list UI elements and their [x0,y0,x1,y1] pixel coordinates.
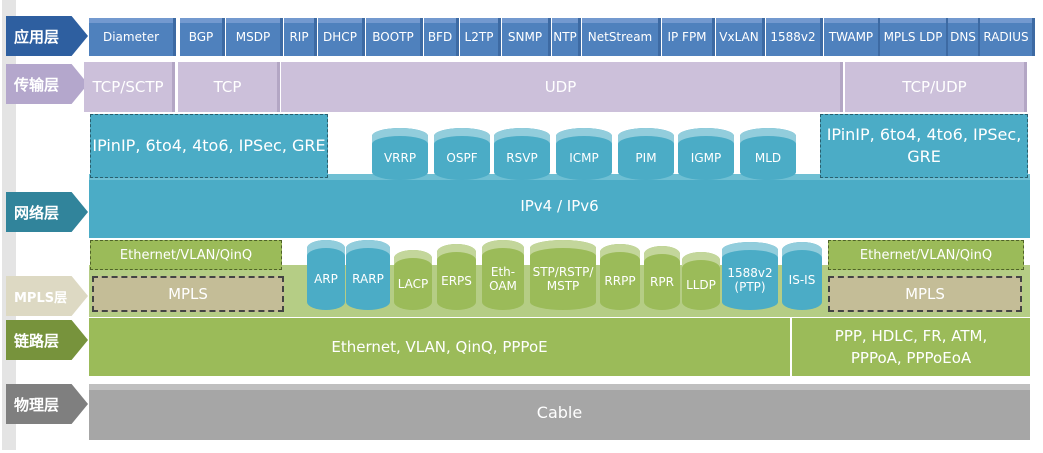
app-protocol-box: IP FPM [662,18,712,56]
link-protocol-cylinder: ARP [307,240,345,310]
network-protocol-cylinder: PIM [618,128,674,180]
app-protocol-box: DNS [948,18,978,56]
app-protocol-box: L2TP [460,18,498,56]
link-protocol-cylinder: LLDP [682,252,720,310]
network-protocol-cylinder: OSPF [434,128,490,180]
link-protocol-cylinder: Eth-OAM [482,240,524,310]
tunnel-box-left: IPinIP, 6to4, 4to6, IPSec, GRE [90,114,328,178]
app-protocol-box: NetStream [582,18,658,56]
app-protocol-box: BGP [180,18,222,56]
app-protocol-box: NTP [552,18,578,56]
network-protocol-cylinder: ICMP [556,128,612,180]
network-protocol-cylinder: MLD [740,128,796,180]
link-protocol-cylinder: LACP [394,250,432,310]
label-app-layer: 应用层 [6,16,88,56]
label-transport-layer: 传输层 [6,64,88,104]
app-protocol-box: VxLAN [716,18,762,56]
network-bar-ipv4-ipv6: IPv4 / IPv6 [89,174,1030,238]
network-protocol-cylinder: VRRP [372,128,428,180]
transport-udp: UDP [281,62,840,112]
app-protocol-box: SNMP [502,18,548,56]
link-protocol-cylinder: RARP [346,240,390,310]
app-protocol-box: RIP [284,18,314,56]
ethernet-vlan-qinq-right: Ethernet/VLAN/QinQ [828,240,1024,270]
link-protocol-cylinder: RRPP [600,244,640,310]
label-physical-layer: 物理层 [6,384,88,424]
link-protocol-cylinder: 1588v2 (PTP) [722,242,778,310]
network-protocol-cylinder: IGMP [678,128,734,180]
app-protocol-box: Diameter [89,18,173,56]
app-protocol-box: DHCP [318,18,362,56]
label-network-layer: 网络层 [6,192,88,232]
app-protocol-box: BOOTP [366,18,420,56]
transport-tcp-udp: TCP/UDP [845,62,1024,112]
label-mpls-layer: MPLS层 [6,276,88,316]
link-bar-left: Ethernet, VLAN, QinQ, PPPoE [89,318,790,376]
app-protocol-box: 1588v2 [766,18,820,56]
link-protocol-cylinder: STP/RSTP/MSTP [530,240,596,310]
app-protocol-box: BFD [424,18,456,56]
app-protocol-box: MSDP [226,18,280,56]
network-protocol-cylinder: RSVP [494,128,550,180]
mpls-box-left: MPLS [92,276,284,312]
physical-bar-cable: Cable [89,384,1030,440]
app-protocol-box: RADIUS [980,18,1032,56]
transport-tcp-sctp: TCP/SCTP [84,62,172,112]
transport-tcp: TCP [178,62,277,112]
link-protocol-cylinder: ERPS [437,244,476,310]
link-protocol-cylinder: RPR [644,246,680,310]
app-protocol-box: MPLS LDP [880,18,946,56]
app-protocol-box: TWAMP [824,18,878,56]
link-bar-right: PPP, HDLC, FR, ATM, PPPoA, PPPoEoA [792,318,1030,376]
link-protocol-cylinder: IS-IS [782,242,822,310]
ethernet-vlan-qinq-left: Ethernet/VLAN/QinQ [90,240,282,270]
tunnel-box-right: IPinIP, 6to4, 4to6, IPSec, GRE [820,114,1028,178]
label-link-layer: 链路层 [6,320,88,360]
mpls-box-right: MPLS [828,276,1022,312]
